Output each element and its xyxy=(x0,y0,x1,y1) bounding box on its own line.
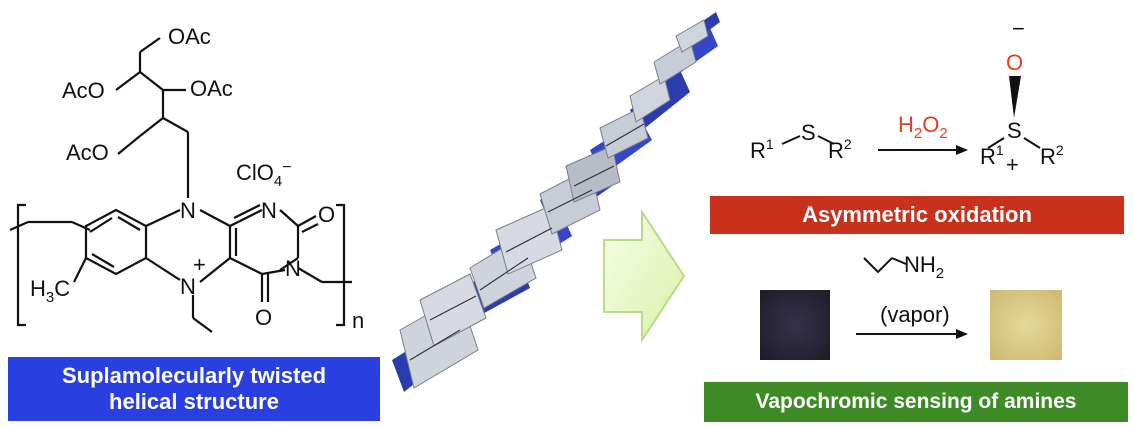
product-r1: R1 xyxy=(980,142,1004,169)
reactant-r2: R2 xyxy=(828,136,852,163)
reactant-r1: R1 xyxy=(750,136,774,163)
label-oac-mid: OAc xyxy=(190,76,233,101)
label-plus: + xyxy=(193,252,206,277)
helical-label-line2: helical structure xyxy=(109,389,279,414)
green-block-arrow xyxy=(603,208,686,344)
amine-label: NH2 xyxy=(904,252,944,282)
label-oac-top: OAc xyxy=(168,24,211,49)
vapochromic-scheme: NH2 (vapor) xyxy=(760,252,1062,360)
sample-before-exposure xyxy=(760,290,830,360)
label-n1: N xyxy=(180,198,196,223)
reagent-h2o2: H2O2 xyxy=(898,112,948,142)
helical-label-line1: Suplamolecularly twisted xyxy=(61,363,327,388)
label-methyl: H3C xyxy=(30,276,70,306)
oxidation-scheme: R1 S R2 H2O2 − O S + R1 R2 xyxy=(750,16,1064,177)
helical-structure-label: Suplamolecularly twisted helical structu… xyxy=(8,357,380,421)
product-oxygen: O xyxy=(1006,50,1023,75)
product-plus: + xyxy=(1006,152,1019,177)
flavin-polymer-structure xyxy=(9,37,352,333)
label-n3: N xyxy=(285,256,301,281)
reactant-s: S xyxy=(801,120,816,145)
label-o2: O xyxy=(255,305,272,330)
label-aco-top: AcO xyxy=(62,78,105,103)
label-repeat-n: n xyxy=(352,308,364,333)
label-n2: N xyxy=(261,198,277,223)
vapochromic-sensing-label: Vapochromic sensing of amines xyxy=(704,382,1128,422)
vapor-condition: (vapor) xyxy=(880,302,950,327)
structure-labels: OAc OAc AcO AcO ClO4− N N N N + O O H3C … xyxy=(30,24,364,333)
product-s: S xyxy=(1007,118,1022,143)
label-counter-ion: ClO4− xyxy=(236,159,292,190)
product-minus: − xyxy=(1012,16,1025,41)
helical-stack-illustration xyxy=(392,12,720,392)
label-aco-bottom: AcO xyxy=(66,140,109,165)
label-o1: O xyxy=(318,202,335,227)
sample-after-exposure xyxy=(990,290,1062,360)
asymmetric-oxidation-label: Asymmetric oxidation xyxy=(710,196,1124,234)
product-r2: R2 xyxy=(1040,142,1064,169)
label-n4: N xyxy=(180,274,196,299)
